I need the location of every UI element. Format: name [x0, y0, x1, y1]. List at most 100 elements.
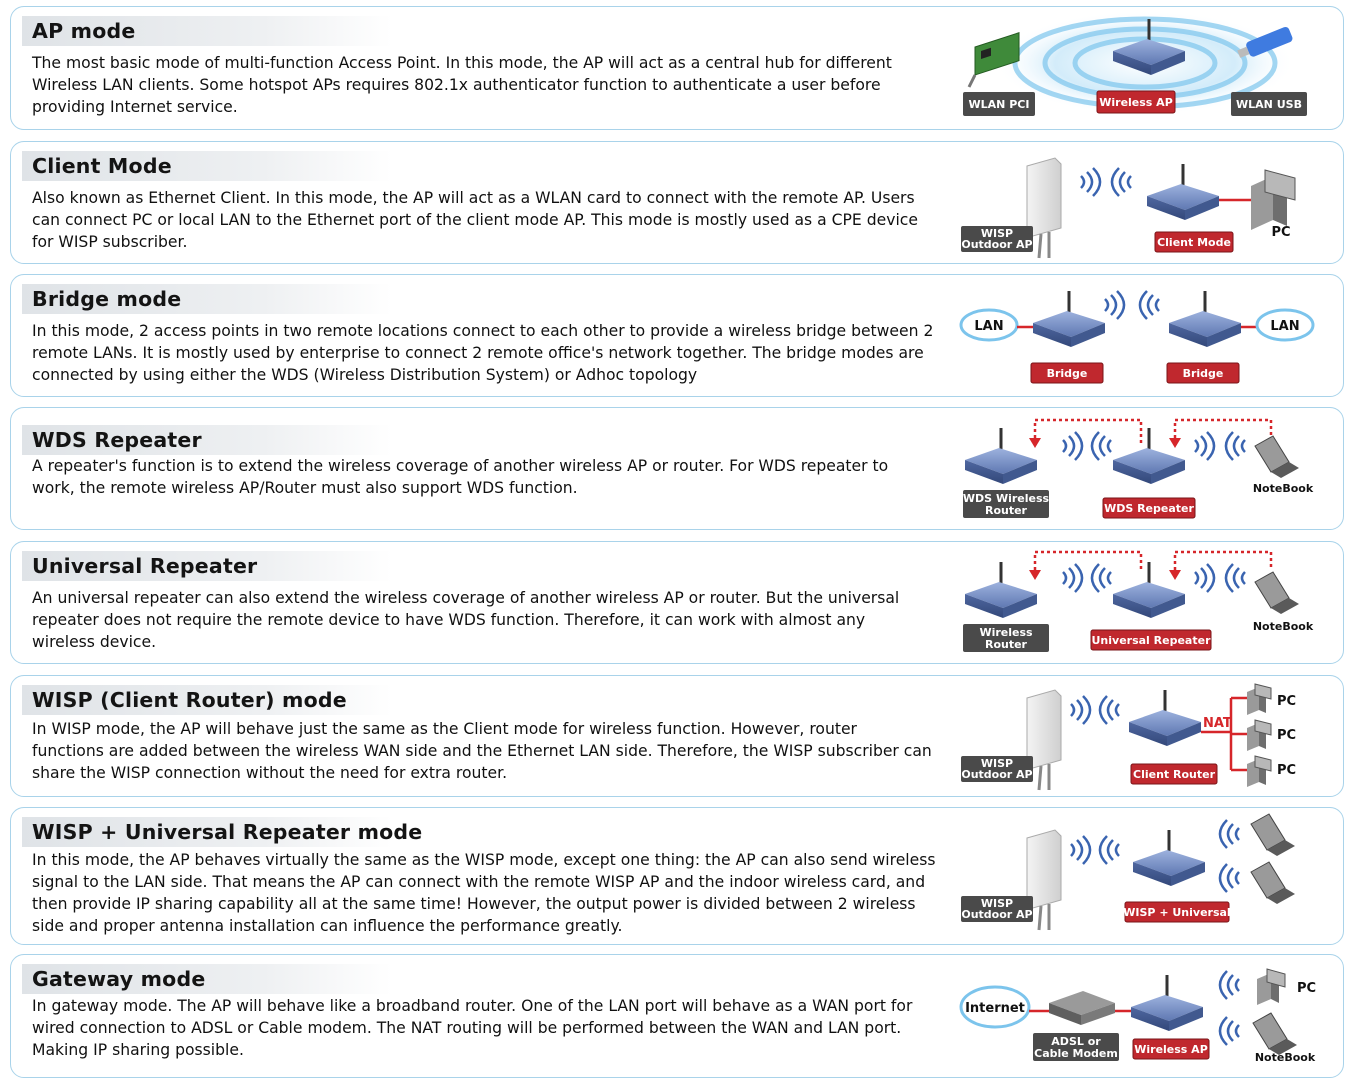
- pc-label: PC: [1277, 694, 1296, 709]
- arrow-down-icon: [1029, 438, 1041, 448]
- desc-line: In gateway mode. The AP will behave like…: [32, 997, 913, 1015]
- svg-text:WDS Wireless: WDS Wireless: [963, 492, 1050, 505]
- wlan-usb-tag: WLAN USB: [1231, 92, 1307, 116]
- svg-text:Client Mode: Client Mode: [1157, 236, 1231, 249]
- bridge-tag: Bridge: [1166, 362, 1240, 384]
- wireless-signal-icon: [1062, 563, 1112, 593]
- lan-cloud-left: LAN: [959, 308, 1019, 342]
- router-icon: [1147, 164, 1219, 220]
- title-bar: [22, 151, 392, 181]
- title-bar: [22, 817, 392, 847]
- wireless-signal-icon: [1104, 290, 1160, 320]
- pc-label: PC: [1277, 728, 1296, 743]
- wlan-pci-tag: WLAN PCI: [963, 92, 1035, 116]
- svg-text:Wireless AP: Wireless AP: [1134, 1043, 1208, 1056]
- title-bar: [22, 685, 392, 715]
- svg-text:Outdoor AP: Outdoor AP: [961, 768, 1032, 781]
- svg-text:ADSL or: ADSL or: [1051, 1035, 1101, 1048]
- router-icon: [1113, 428, 1185, 484]
- wireless-signal-icon: [1070, 695, 1120, 725]
- svg-text:WDS Repeater: WDS Repeater: [1104, 502, 1194, 515]
- wds-repeater-tag: WDS Repeater: [1102, 497, 1196, 519]
- wireless-ap-tag: Wireless AP: [1132, 1038, 1210, 1060]
- pc-icon: [1257, 968, 1286, 1005]
- pc-label: PC: [1271, 225, 1290, 240]
- wireless-signal-icon: [1062, 431, 1112, 461]
- outdoor-antenna-icon: [1026, 829, 1062, 931]
- gateway-mode-diagram: Internet PC: [955, 955, 1343, 1077]
- universal-repeater-diagram: NoteBook Wireless Router Universal Repea…: [955, 542, 1343, 663]
- nat-label: NAT: [1203, 716, 1232, 731]
- router-icon: [965, 562, 1037, 618]
- client-mode-panel: Client Mode Also known as Ethernet Clien…: [10, 141, 1344, 264]
- wisp-universal-tag: WISP + Universal: [1123, 901, 1231, 923]
- wisp-client-router-panel: WISP (Client Router) mode In WISP mode, …: [10, 675, 1344, 797]
- desc-line: Also known as Ethernet Client. In this m…: [32, 189, 915, 207]
- svg-text:Outdoor AP: Outdoor AP: [961, 238, 1032, 251]
- svg-text:WLAN USB: WLAN USB: [1236, 98, 1302, 111]
- panel-title: WISP + Universal Repeater mode: [32, 820, 423, 844]
- svg-text:Outdoor AP: Outdoor AP: [961, 908, 1032, 921]
- router-icon: [965, 428, 1037, 484]
- router-icon: [1113, 562, 1185, 618]
- desc-line: repeater does not require the remote dev…: [32, 611, 866, 629]
- desc-line: providing Internet service.: [32, 98, 238, 116]
- title-bar: [22, 425, 392, 455]
- svg-text:Client Router: Client Router: [1133, 768, 1216, 781]
- notebook-icon: [1254, 435, 1299, 478]
- router-icon: [1129, 690, 1201, 746]
- wisp-universal-repeater-diagram: WISP Outdoor AP WISP + Universal: [955, 808, 1343, 944]
- wds-repeater-panel: WDS Repeater A repeater's function is to…: [10, 407, 1344, 530]
- universal-repeater-panel: Universal Repeater An universal repeater…: [10, 541, 1344, 664]
- dotted-path: [1033, 418, 1273, 444]
- ap-mode-panel: AP mode The most basic mode of multi-fun…: [10, 6, 1344, 130]
- desc-line: A repeater's function is to extend the w…: [32, 457, 889, 475]
- desc-line: can connect PC or local LAN to the Ether…: [32, 211, 918, 229]
- svg-text:Router: Router: [985, 504, 1028, 517]
- notebook-icon: [1252, 1012, 1297, 1055]
- client-router-tag: Client Router: [1130, 763, 1218, 785]
- title-bar: [22, 551, 392, 581]
- notebook-icon: [1250, 813, 1295, 856]
- wisp-client-router-diagram: NAT PC PC PC WISP: [955, 676, 1343, 796]
- panel-description: In gateway mode. The AP will behave like…: [32, 995, 944, 1061]
- svg-text:WISP: WISP: [981, 897, 1013, 910]
- svg-text:Router: Router: [985, 638, 1028, 651]
- desc-line: functions are added between the wireless…: [32, 742, 932, 760]
- panel-description: A repeater's function is to extend the w…: [32, 455, 944, 499]
- dotted-path: [1033, 550, 1273, 570]
- title-bar: [22, 16, 392, 46]
- desc-line: The most basic mode of multi-function Ac…: [32, 54, 892, 72]
- pc-label: PC: [1277, 763, 1296, 778]
- modem-icon: [1049, 991, 1115, 1025]
- svg-text:Bridge: Bridge: [1047, 367, 1088, 380]
- panel-title: AP mode: [32, 19, 136, 43]
- svg-text:WISP + Universal: WISP + Universal: [1123, 906, 1230, 919]
- notebook-icon: [1250, 861, 1295, 904]
- wisp-outdoor-ap-tag: WISP Outdoor AP: [961, 756, 1033, 782]
- pc-icon: [1251, 169, 1296, 230]
- desc-line: for WISP subscriber.: [32, 233, 188, 251]
- ap-mode-diagram: WLAN PCI Wireless AP WLAN USB: [955, 7, 1343, 129]
- wireless-signal-icon: [1194, 431, 1246, 461]
- wireless-ap-tag: Wireless AP: [1096, 90, 1176, 114]
- lan-cloud-right: LAN: [1255, 308, 1315, 342]
- panel-title: Client Mode: [32, 154, 172, 178]
- wireless-signal-icon: [1080, 167, 1132, 197]
- desc-line: An universal repeater can also extend th…: [32, 589, 900, 607]
- notebook-label: NoteBook: [1253, 482, 1314, 495]
- wireless-signal-icon: [1194, 563, 1246, 593]
- bridge-mode-panel: Bridge mode In this mode, 2 access point…: [10, 274, 1344, 397]
- bridge-mode-diagram: LAN LAN: [955, 275, 1343, 396]
- wds-wireless-router-tag: WDS Wireless Router: [963, 490, 1050, 518]
- title-bar: [22, 964, 392, 994]
- bridge-tag: Bridge: [1030, 362, 1104, 384]
- desc-line: side and proper antenna installation can…: [32, 917, 623, 935]
- router-icon: [1033, 291, 1105, 347]
- desc-line: In this mode, the AP behaves virtually t…: [32, 851, 936, 869]
- arrow-down-icon: [1029, 570, 1041, 580]
- desc-line: wired connection to ADSL or Cable modem.…: [32, 1019, 902, 1037]
- desc-line: wireless device.: [32, 633, 157, 651]
- panel-description: The most basic mode of multi-function Ac…: [32, 52, 944, 118]
- desc-line: Making IP sharing possible.: [32, 1041, 244, 1059]
